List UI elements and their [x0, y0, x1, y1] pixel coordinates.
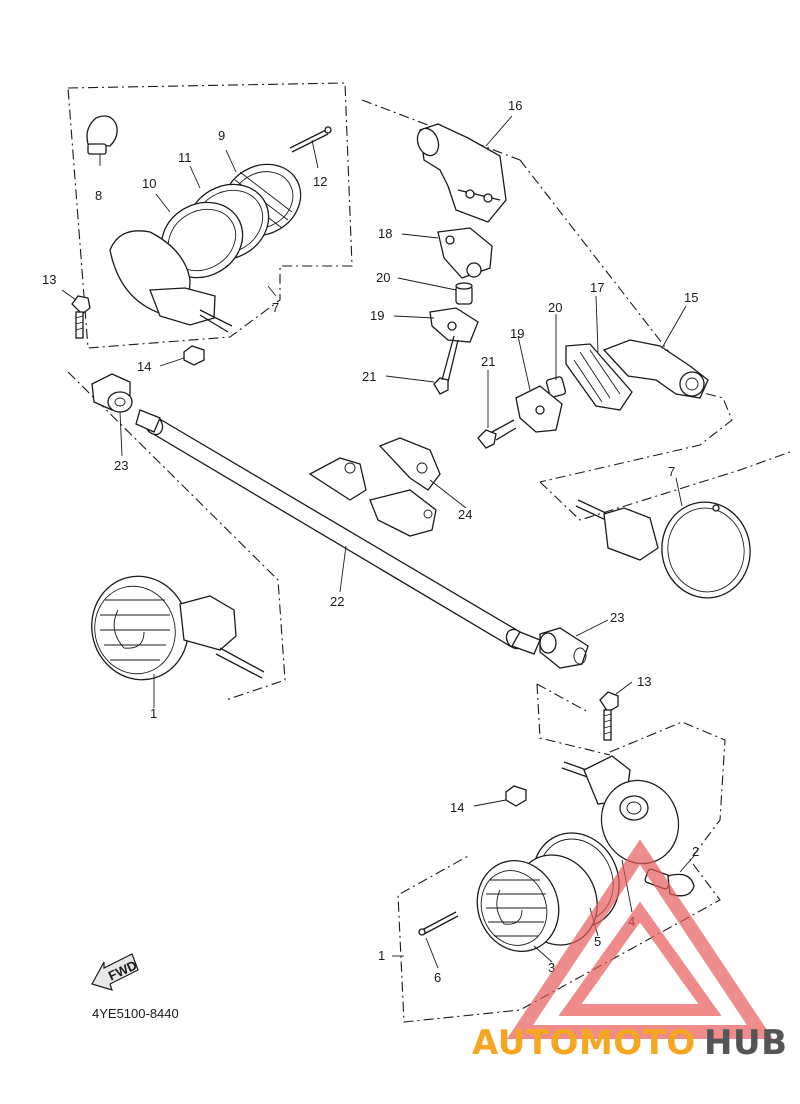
bracket-assembly: [416, 123, 709, 449]
collar-20-right: [545, 376, 567, 398]
callout-7-right: 7: [668, 464, 675, 479]
collar-20-left: [455, 282, 473, 305]
callout-1-right: 1: [378, 948, 385, 963]
callout-23-right: 23: [610, 610, 624, 625]
callout-3: 3: [548, 960, 555, 975]
callout-labels: 8 9 11 10 12 7 13 14 16 18 20 19 21 17 1…: [42, 98, 699, 985]
lens-3: [476, 860, 560, 952]
callout-13-bottom: 13: [637, 674, 651, 689]
callout-14-top: 14: [137, 359, 151, 374]
fwd-label: FWD: [106, 957, 139, 983]
diagram-code: 4YE5100-8440: [92, 1006, 179, 1021]
callout-8: 8: [95, 188, 102, 203]
housing-7-left: [109, 230, 233, 333]
callout-21-right: 21: [481, 354, 495, 369]
grommet-23-right: [539, 627, 589, 669]
callout-13-top: 13: [42, 272, 56, 287]
bracket-16: [416, 123, 507, 223]
rear-right-turn-signal: [575, 499, 751, 599]
bracket-15: [602, 339, 709, 399]
bracket-24: [308, 437, 441, 537]
rear-left-turn-signal: [71, 115, 332, 366]
callout-11: 11: [178, 150, 192, 165]
callout-17: 17: [590, 280, 604, 295]
callout-19-right: 19: [510, 326, 524, 341]
callout-23-left: 23: [114, 458, 128, 473]
callout-19-left: 19: [370, 308, 384, 323]
callout-22: 22: [330, 594, 344, 609]
callout-24: 24: [458, 507, 472, 522]
watermark-logo: AUTOMOTO HUB: [472, 839, 787, 1063]
screw-12: [289, 126, 332, 153]
bolt-21-left: [433, 335, 459, 395]
callout-7-top: 7: [272, 300, 279, 315]
callout-12: 12: [313, 174, 327, 189]
callout-20-right: 20: [548, 300, 562, 315]
bulb-8: [86, 115, 118, 155]
callout-15: 15: [684, 290, 698, 305]
grommet-23-left: [91, 373, 133, 413]
callout-5: 5: [594, 934, 601, 949]
callout-16: 16: [508, 98, 522, 113]
bolt-13-top: [71, 295, 91, 339]
callout-2: 2: [692, 844, 699, 859]
plate-18: [437, 227, 493, 279]
callout-10: 10: [142, 176, 156, 191]
callout-20-left: 20: [376, 270, 390, 285]
nut-14-bottom: [505, 785, 527, 807]
front-left-turn-signal: [91, 575, 265, 681]
bolt-13-bottom: [599, 691, 619, 741]
callout-14-bottom: 14: [450, 800, 464, 815]
fwd-arrow-icon: FWD: [91, 953, 139, 991]
housing-4: [561, 755, 680, 865]
gasket-17: [565, 343, 633, 411]
callout-6: 6: [434, 970, 441, 985]
callout-21-left: 21: [362, 369, 376, 384]
callout-1-left: 1: [150, 706, 157, 721]
bracket-19-left: [429, 307, 479, 343]
bolt-21-right: [477, 419, 517, 449]
callout-18: 18: [378, 226, 392, 241]
bracket-19-right: [515, 385, 563, 433]
leader-lines: [61, 115, 695, 969]
front-right-turn-signal: [418, 691, 695, 952]
watermark-text-part2: HUB: [704, 1023, 787, 1063]
callout-9: 9: [218, 128, 225, 143]
watermark-text-part1: AUTOMOTO: [472, 1023, 696, 1063]
screw-6: [418, 911, 459, 936]
stay-tube-22: [135, 409, 541, 655]
nut-14-top: [183, 345, 205, 366]
